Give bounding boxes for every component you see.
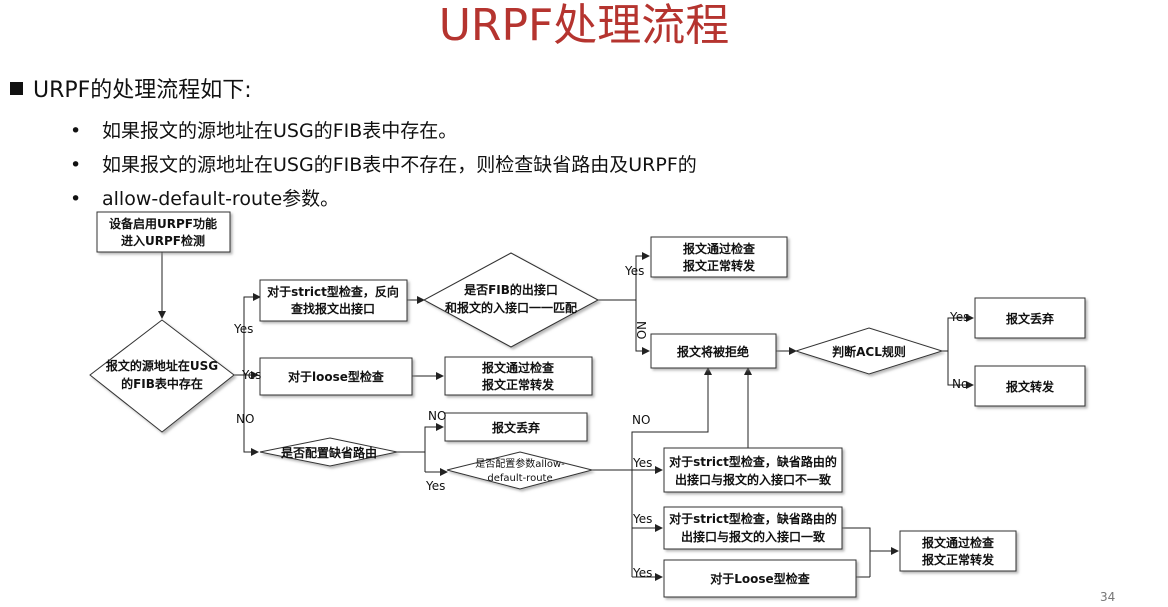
edge-label-no-fib: NO — [236, 412, 254, 426]
strict-match-text-2: 出接口与报文的入接口一致 — [681, 529, 826, 544]
start-text-2: 进入URPF检测 — [121, 233, 205, 248]
decision-allow-text-2: default-route — [487, 473, 552, 484]
drop-default-box — [444, 412, 588, 442]
bullet-3: • allow-default-route参数。 — [70, 184, 339, 211]
strict-check-text-2: 查找报文出接口 — [290, 301, 375, 316]
heading: URPF的处理流程如下: — [10, 72, 252, 104]
strict-mismatch-text-1: 对于strict型检查，缺省路由的 — [669, 454, 837, 469]
edge-label-no-match: NO — [634, 321, 648, 339]
bullet-1: • 如果报文的源地址在USG的FIB表中存在。 — [70, 116, 457, 143]
edge-label-no-acl: No — [952, 377, 968, 391]
strict-match-text-1: 对于strict型检查，缺省路由的 — [669, 511, 837, 526]
strict-mismatch-text-2: 出接口与报文的入接口不一致 — [675, 472, 832, 487]
decision-default-text: 是否配置缺省路由 — [280, 445, 377, 460]
forward-acl-box — [974, 365, 1086, 407]
decision-acl-diamond — [794, 327, 944, 375]
edge-label-no-default: NO — [428, 409, 446, 423]
boxes — [96, 211, 1086, 598]
drop-acl-box — [974, 297, 1086, 339]
pass-box-3 — [899, 530, 1017, 572]
loose-check2-text: 对于Loose型检查 — [710, 571, 810, 586]
bullet-dot-icon: • — [70, 154, 82, 176]
decision-fib-text-2: 的FIB表中存在 — [121, 376, 203, 391]
bullet-dot-icon: • — [70, 120, 82, 142]
edge-label-yes-match2: Yes — [632, 512, 652, 526]
heading-text: URPF的处理流程如下: — [33, 78, 252, 103]
decision-allow-diamond — [446, 451, 593, 490]
rejected-text: 报文将被拒绝 — [677, 344, 749, 359]
bullet-dot-icon: • — [70, 188, 82, 210]
connectors — [158, 252, 974, 581]
drop-default-text: 报文丢弃 — [492, 420, 540, 435]
start-text-1: 设备启用URPF功能 — [109, 216, 217, 231]
decision-match-text-1: 是否FIB的出接口 — [463, 282, 558, 297]
strict-check-box — [259, 279, 408, 322]
pass3-text-2: 报文正常转发 — [922, 552, 995, 567]
rejected-box — [650, 333, 777, 369]
edge-label-yes-acl: Yes — [949, 310, 969, 324]
pass2-text-2: 报文正常转发 — [482, 377, 555, 392]
loose-check2-box — [663, 559, 857, 598]
edge-label-no-allow: NO — [632, 413, 650, 427]
bullet-text: allow-default-route参数。 — [102, 188, 340, 210]
decision-acl-text: 判断ACL规则 — [832, 344, 906, 359]
bullet-2: • 如果报文的源地址在USG的FIB表中不存在，则检查缺省路由及URPF的 — [70, 150, 697, 177]
edge-label-yes-strict: Yes — [233, 322, 253, 336]
strict-check-text-1: 对于strict型检查，反向 — [267, 284, 399, 299]
decision-fib-diamond — [89, 319, 235, 433]
drop-acl-text: 报文丢弃 — [1006, 311, 1054, 326]
forward-acl-text: 报文转发 — [1006, 379, 1055, 394]
loose-check-text: 对于loose型检查 — [288, 369, 385, 384]
pass2-text-1: 报文通过检查 — [482, 360, 555, 375]
edge-label-yes-loose2: Yes — [632, 566, 652, 580]
pass-box-2 — [444, 356, 593, 396]
edge-label-yes-match: Yes — [624, 264, 644, 278]
pass1-text-2: 报文正常转发 — [683, 258, 756, 273]
pass1-text-1: 报文通过检查 — [683, 241, 756, 256]
edge-label-yes-loose: Yes — [241, 368, 261, 382]
pass3-text-1: 报文通过检查 — [922, 535, 995, 550]
decision-match-diamond — [422, 252, 600, 348]
bullet-text: 如果报文的源地址在USG的FIB表中存在。 — [102, 120, 458, 142]
square-bullet-icon — [10, 82, 23, 95]
decision-allow-text-1: 是否配置参数allow- — [475, 457, 565, 470]
bullet-text: 如果报文的源地址在USG的FIB表中不存在，则检查缺省路由及URPF的 — [102, 154, 697, 176]
loose-check-box — [259, 357, 413, 396]
decision-match-text-2: 和报文的入接口一一匹配 — [444, 300, 577, 315]
page-number: 34 — [1100, 590, 1116, 604]
edge-label-yes-default: Yes — [425, 479, 445, 493]
edge-label-yes-mismatch: Yes — [632, 456, 652, 470]
decision-fib-text-1: 报文的源地址在USG — [106, 358, 218, 373]
start-box — [96, 211, 231, 253]
strict-mismatch-box — [663, 447, 843, 493]
pass-box-1 — [650, 236, 788, 278]
decision-default-diamond — [259, 437, 398, 467]
diamonds — [89, 252, 944, 490]
strict-match-box — [663, 506, 843, 550]
slide-title: URPF处理流程 — [438, 0, 730, 51]
